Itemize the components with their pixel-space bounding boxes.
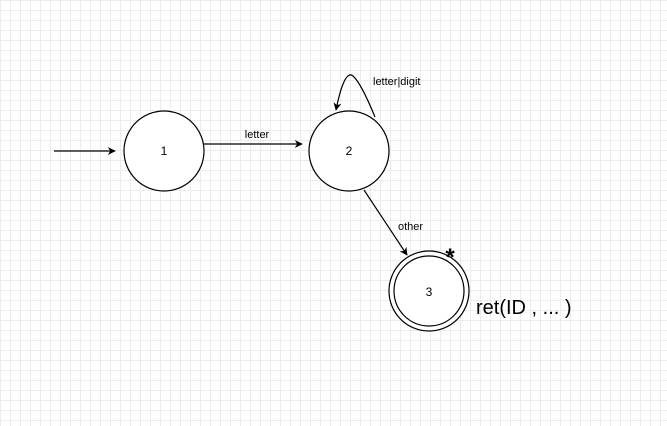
state-3: 3 [388, 250, 470, 332]
transition-1-2-label: letter [245, 129, 270, 141]
accept-marker: * [445, 244, 455, 271]
state-1-label: 1 [161, 144, 168, 158]
transition-2-2-loop [333, 74, 376, 118]
transition-2-2-label: letter|digit [373, 76, 421, 88]
accept-action: ret(ID , ... ) [476, 297, 572, 319]
transition-2-3-arrow [363, 189, 408, 256]
state-2-label: 2 [346, 144, 353, 158]
state-2: 2 [308, 110, 390, 192]
transition-2-3-label: other [398, 221, 423, 233]
state-3-label: 3 [426, 285, 433, 299]
state-1: 1 [123, 110, 205, 192]
